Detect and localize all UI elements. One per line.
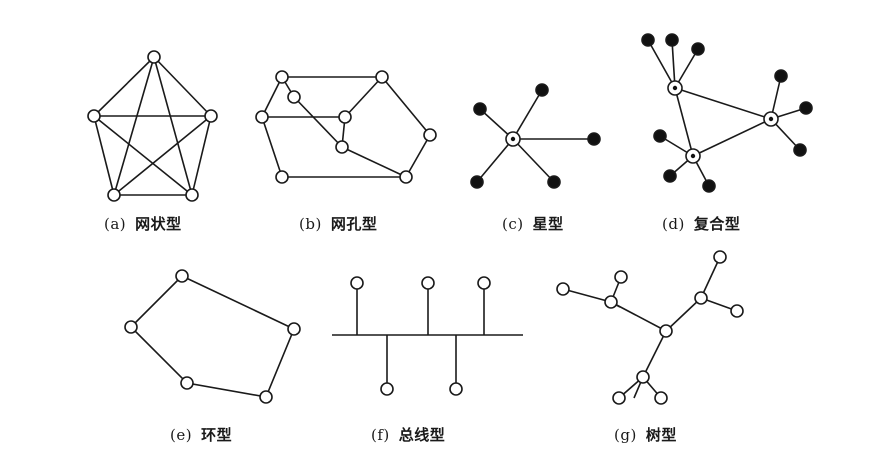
hybrid-links	[647, 39, 807, 187]
tree-node	[694, 291, 708, 305]
caption-name: 环型	[201, 426, 233, 444]
ring-topology	[124, 269, 301, 404]
tree-node	[604, 295, 618, 309]
ring-node	[180, 376, 194, 390]
partial-mesh-node	[335, 140, 349, 154]
caption-mesh: (a) 网状型	[104, 213, 182, 234]
ring-node	[259, 390, 273, 404]
caption-tree: (g) 树型	[614, 424, 677, 445]
partial-mesh-node	[399, 170, 413, 184]
tree-node	[612, 391, 626, 405]
bus-node	[449, 382, 463, 396]
star-terminal-nodes	[470, 83, 601, 189]
hybrid-topology	[641, 33, 813, 193]
tree-node	[654, 391, 668, 405]
bus-node	[421, 276, 435, 290]
star-topology	[470, 83, 601, 189]
tree-topology	[556, 250, 744, 405]
caption-tag: (e)	[170, 426, 193, 444]
tree-links	[562, 256, 738, 399]
mesh-node	[107, 188, 121, 202]
caption-bus: (f) 总线型	[371, 424, 445, 445]
ring-node	[124, 320, 138, 334]
caption-tag: (c)	[502, 215, 524, 233]
caption-tag: (g)	[614, 426, 637, 444]
caption-ring: (e) 环型	[170, 424, 232, 445]
mesh-node	[87, 109, 101, 123]
bus-node	[380, 382, 394, 396]
partial-mesh-node	[275, 170, 289, 184]
star-links	[476, 89, 594, 183]
caption-hybrid: (d) 复合型	[662, 213, 740, 234]
caption-name: 总线型	[398, 426, 446, 444]
mesh-node	[147, 50, 161, 64]
partial-mesh-node	[255, 110, 269, 124]
ring-node	[287, 322, 301, 336]
partial-mesh-node	[338, 110, 352, 124]
bus-node	[477, 276, 491, 290]
caption-partial-mesh: (b) 网孔型	[299, 213, 377, 234]
mesh-links	[93, 56, 212, 196]
bus-drops	[356, 288, 485, 384]
mesh-topology	[87, 50, 218, 202]
bus-topology	[332, 276, 523, 396]
caption-name: 复合型	[693, 215, 741, 233]
mesh-node	[204, 109, 218, 123]
hybrid-terminal-nodes	[641, 33, 813, 193]
tree-node	[713, 250, 727, 264]
caption-star: (c) 星型	[502, 213, 564, 234]
tree-node	[636, 370, 650, 384]
caption-tag: (f)	[371, 426, 390, 444]
bus-node	[350, 276, 364, 290]
tree-node	[659, 324, 673, 338]
caption-name: 网孔型	[330, 215, 378, 233]
tree-node	[614, 270, 628, 284]
caption-name: 星型	[532, 215, 564, 233]
tree-node	[730, 304, 744, 318]
partial-mesh-node	[287, 90, 301, 104]
ring-links	[129, 275, 296, 398]
star-hub-node	[505, 131, 521, 147]
hybrid-hub-nodes	[667, 80, 779, 164]
caption-tag: (b)	[299, 215, 322, 233]
caption-name: 网状型	[135, 215, 182, 233]
partial-mesh-links	[261, 76, 431, 178]
partial-mesh-topology	[255, 70, 437, 184]
caption-name: 树型	[645, 426, 677, 444]
ring-node	[175, 269, 189, 283]
caption-tag: (d)	[662, 215, 685, 233]
mesh-node	[185, 188, 199, 202]
caption-tag: (a)	[104, 215, 127, 233]
partial-mesh-node	[375, 70, 389, 84]
partial-mesh-node	[275, 70, 289, 84]
tree-node	[556, 282, 570, 296]
partial-mesh-node	[423, 128, 437, 142]
